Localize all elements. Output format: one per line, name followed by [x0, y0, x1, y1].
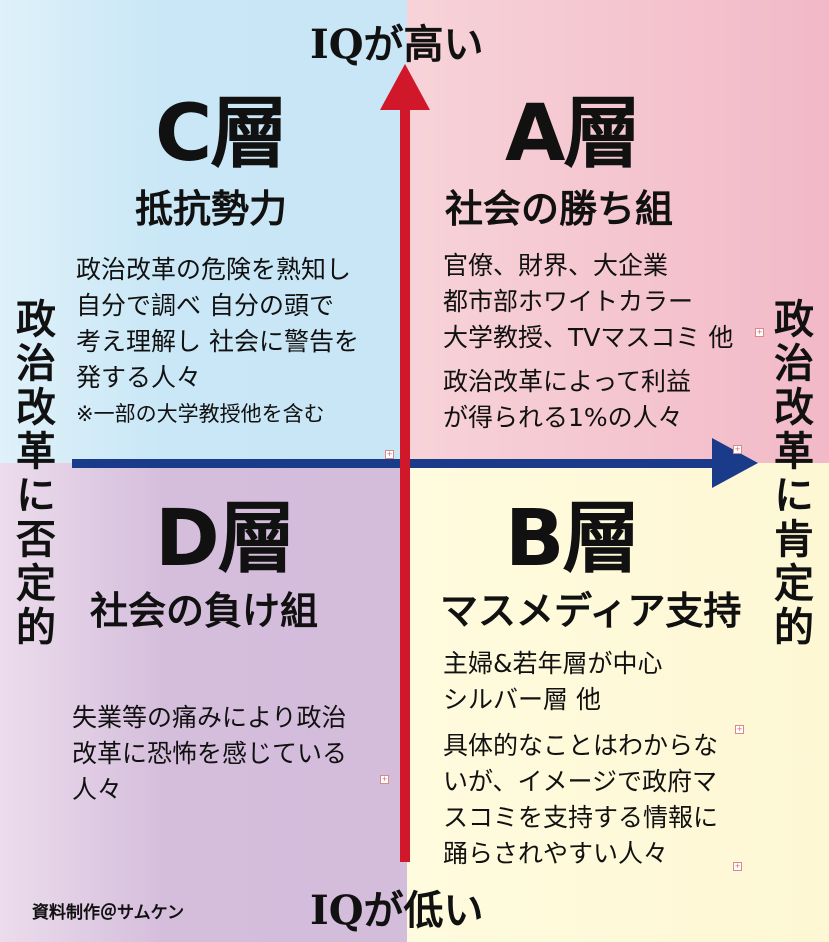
text-line: シルバー層 他	[443, 685, 601, 714]
quadrant-c	[0, 0, 407, 463]
c-layer-title: C層	[155, 89, 288, 179]
text-line: 改革に恐怖を感じている	[72, 739, 348, 768]
axis-label-bottom: IQが低い	[310, 887, 484, 934]
a-layer-subtitle: 社会の勝ち組	[445, 187, 674, 231]
text-line: 官僚、財界、大企業	[443, 251, 669, 280]
text-line: 発する人々	[76, 363, 202, 392]
c-layer-description: 政治改革の危険を熟知し 自分で調べ 自分の頭で 考え理解し 社会に警告を 発する…	[76, 252, 359, 432]
horizontal-axis-line	[72, 459, 722, 468]
text-line: 人々	[72, 775, 123, 804]
b-layer-title: B層	[505, 494, 640, 584]
anchor-marker-icon: +	[733, 862, 742, 871]
quadrant-b	[407, 463, 829, 942]
d-layer-subtitle: 社会の負け組	[90, 589, 319, 633]
c-layer-note: ※一部の大学教授他を含む	[76, 402, 325, 426]
text-line: 失業等の痛みにより政治	[72, 703, 347, 732]
right-arrowhead	[712, 438, 758, 488]
text-line: 具体的なことはわからな	[443, 731, 719, 760]
b-layer-members: 主婦&若年層が中心 シルバー層 他	[443, 646, 663, 718]
b-layer-subtitle: マスメディア支持	[440, 589, 742, 633]
axis-label-left: 政治改革に否定的	[9, 298, 56, 650]
a-layer-title: A層	[505, 89, 641, 179]
anchor-marker-icon: +	[733, 445, 742, 454]
a-layer-members: 官僚、財界、大企業 都市部ホワイトカラー 大学教授、TVマスコミ 他	[443, 248, 733, 356]
text-line: が得られる1%の人々	[443, 403, 683, 432]
b-layer-description: 具体的なことはわからな いが、イメージで政府マ スコミを支持する情報に 踊らされ…	[443, 728, 718, 872]
a-layer-description: 政治改革によって利益 が得られる1%の人々	[443, 364, 691, 436]
axis-label-right: 政治改革に肯定的	[767, 298, 814, 650]
anchor-marker-icon: +	[755, 328, 764, 337]
anchor-marker-icon: +	[385, 450, 394, 459]
axis-label-top: IQが高い	[310, 21, 484, 68]
anchor-marker-icon: +	[380, 775, 389, 784]
text-line: スコミを支持する情報に	[443, 803, 719, 832]
text-line: 考え理解し 社会に警告を	[76, 327, 359, 356]
anchor-marker-icon: +	[735, 725, 744, 734]
text-line: いが、イメージで政府マ	[443, 767, 718, 796]
vertical-axis-line	[400, 108, 410, 862]
d-layer-description: 失業等の痛みにより政治 改革に恐怖を感じている 人々	[72, 700, 347, 808]
text-line: 自分で調べ 自分の頭で	[76, 291, 334, 320]
text-line: 主婦&若年層が中心	[443, 649, 663, 678]
text-line: 大学教授、TVマスコミ 他	[443, 323, 734, 352]
c-layer-subtitle: 抵抗勢力	[135, 187, 288, 231]
credit-text: 資料制作＠サムケン	[32, 903, 185, 923]
text-line: 都市部ホワイトカラー	[443, 287, 694, 316]
text-line: 踊らされやすい人々	[443, 839, 669, 868]
text-line: 政治改革によって利益	[443, 367, 692, 396]
text-line: 政治改革の危険を熟知し	[76, 255, 352, 284]
quadrant-a	[407, 0, 829, 463]
up-arrowhead	[380, 64, 430, 110]
d-layer-title: D層	[155, 494, 296, 584]
quadrant-d	[0, 463, 407, 942]
